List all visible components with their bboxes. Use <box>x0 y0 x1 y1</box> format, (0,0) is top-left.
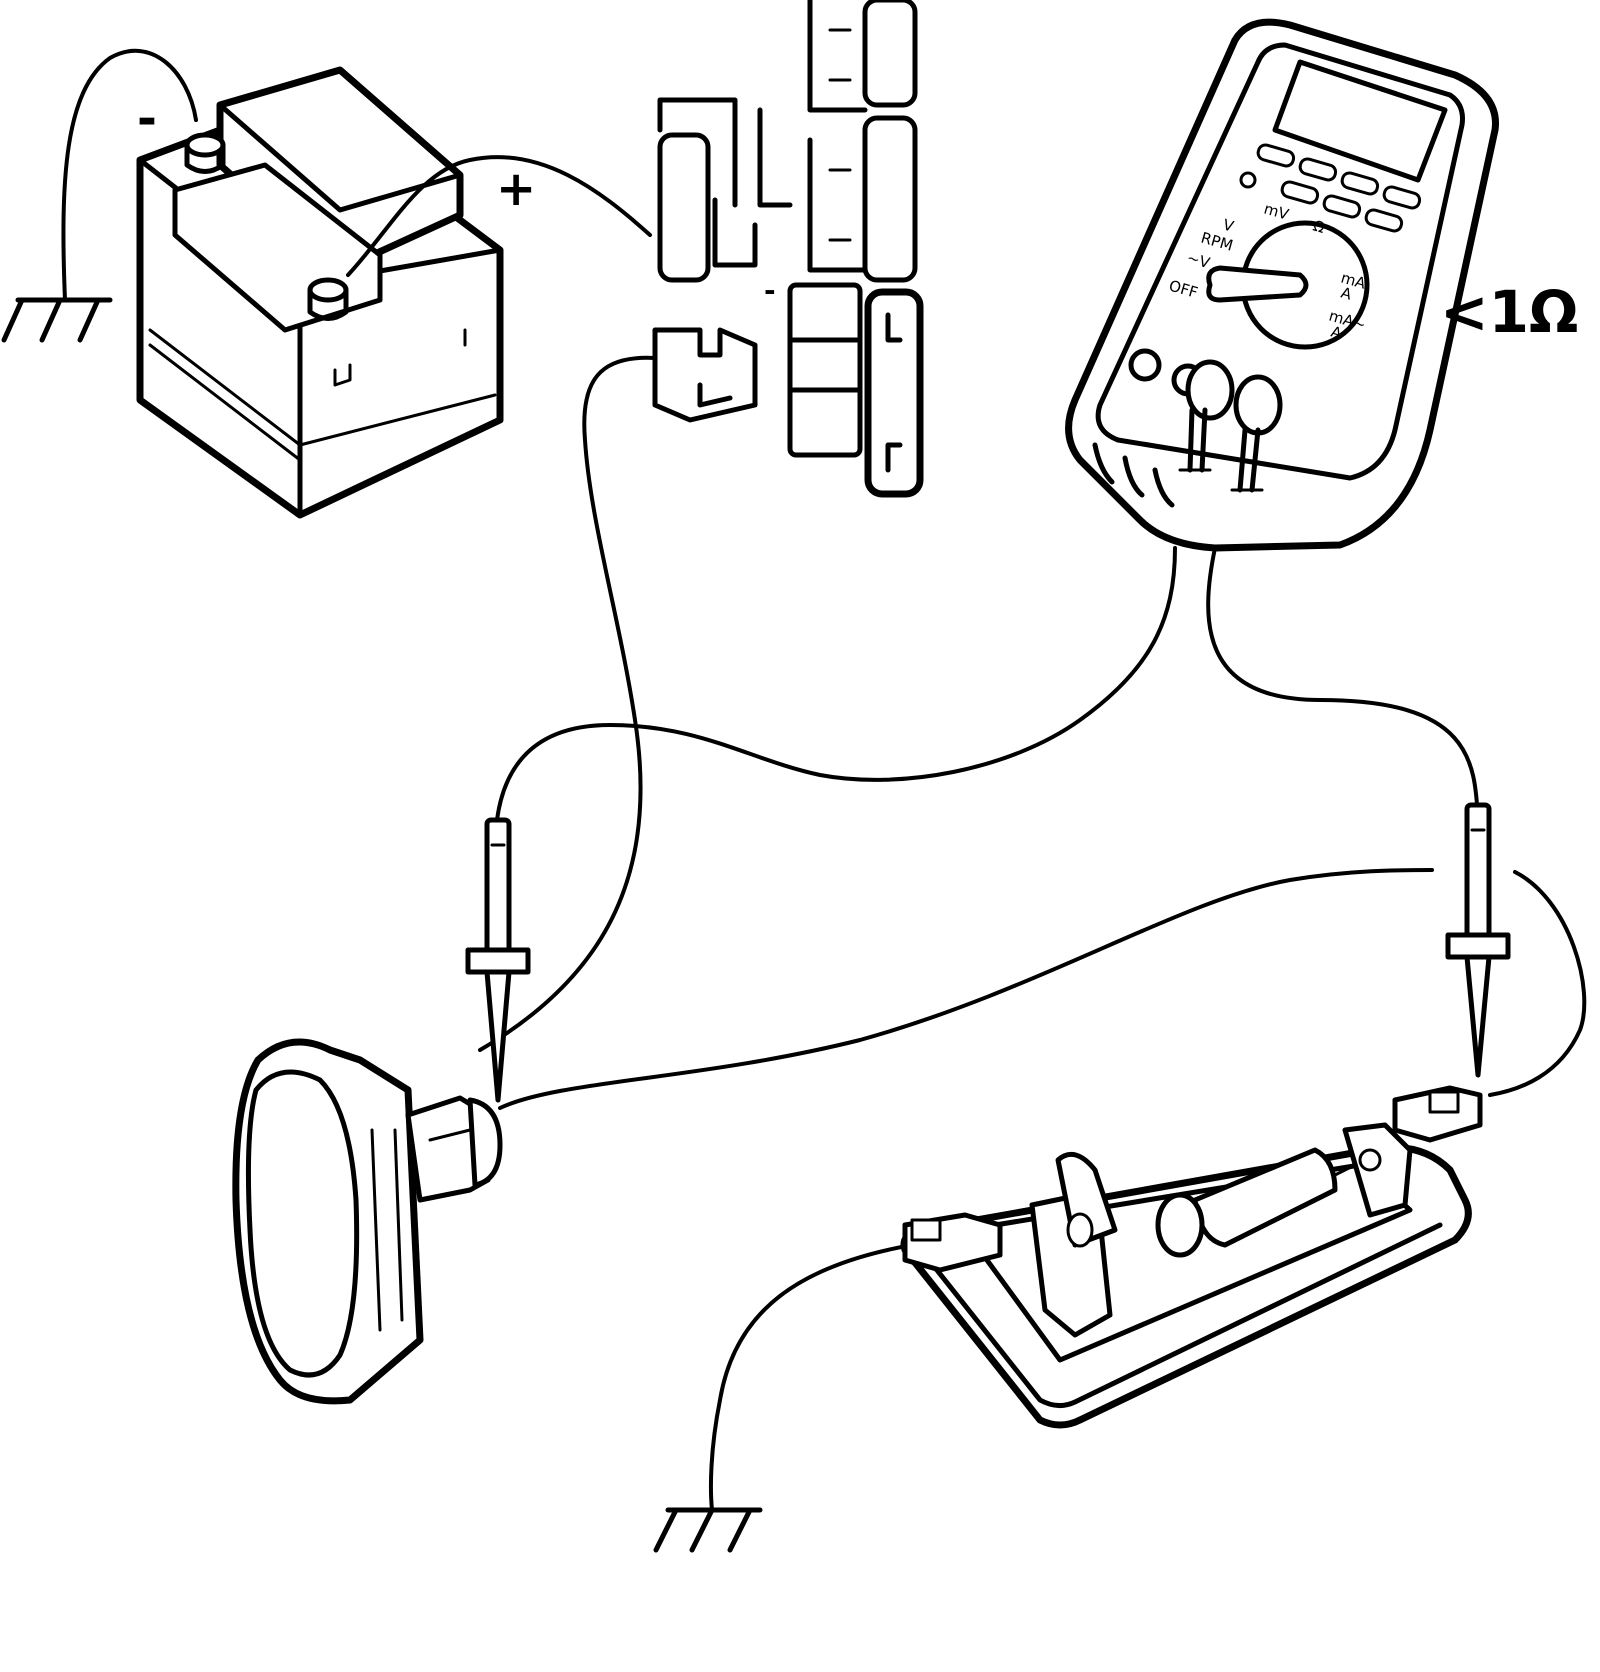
battery-positive-symbol: + <box>496 161 536 217</box>
multimeter-icon <box>1065 18 1499 552</box>
test-probe-icon <box>1445 802 1511 1078</box>
battery-icon <box>136 66 504 519</box>
lamp-housing-icon <box>900 1085 1483 1429</box>
fuse-box-marker: - <box>764 274 776 307</box>
dial-label-ac-volts: ~V <box>1185 249 1213 273</box>
dial-label-continuity-ohms: Ω <box>1311 217 1327 237</box>
battery-negative-symbol: - <box>137 91 157 147</box>
switch-icon <box>232 1038 503 1405</box>
multimeter-dial-labels: V RPM mV Ω ~V OFF mA A mA~ A <box>1167 200 1369 343</box>
ground-symbol-icon <box>653 1507 763 1553</box>
fuse-box-icon <box>652 0 924 498</box>
ground-symbol-icon <box>1 48 198 343</box>
test-probe-icon <box>465 817 531 1103</box>
multimeter-reading: <1Ω <box>1440 278 1578 346</box>
wires <box>346 155 1587 1512</box>
